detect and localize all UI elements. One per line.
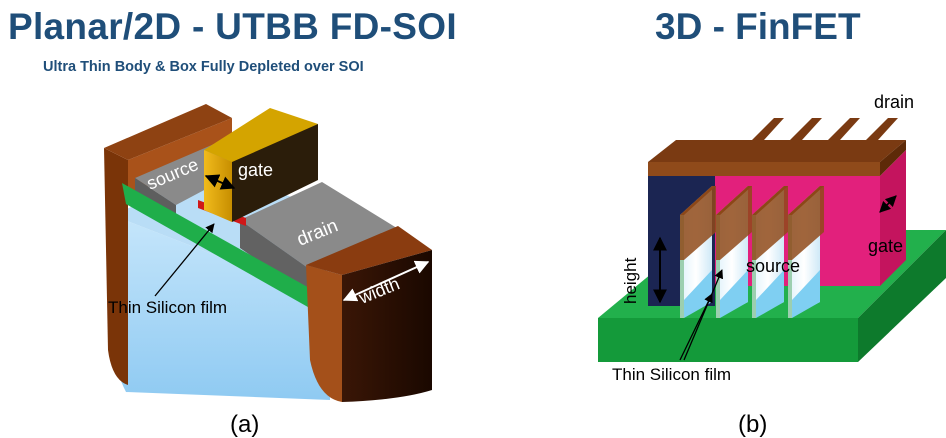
finfet-film-pointer-2 — [683, 269, 724, 361]
gate-thickness-arrow — [879, 195, 897, 213]
source-fins — [680, 186, 824, 318]
left-contact-front — [104, 148, 128, 385]
gate-side-dark — [232, 124, 318, 222]
substrate-front — [598, 318, 858, 362]
finfet-gate-label: gate — [868, 236, 903, 256]
finfet-drain-label: drain — [874, 92, 914, 112]
drain-fin-4 — [866, 118, 898, 140]
substrate-side — [858, 230, 946, 362]
caption-a: (a) — [230, 411, 259, 438]
drain-slab-side — [880, 140, 906, 176]
finfet-height-label: height — [621, 257, 640, 304]
planar-thin-film-label: Thin Silicon film — [108, 298, 227, 317]
box-oxide-front — [112, 215, 330, 400]
left-contact-top — [104, 104, 232, 160]
gate-width-arrow — [204, 174, 236, 190]
planar-title: Planar/2D - UTBB FD-SOI — [8, 6, 457, 47]
right-contact-front — [342, 250, 432, 402]
finfet-device: drain gate source height Thin Silicon fi… — [598, 92, 946, 438]
planar-subtitle: Ultra Thin Body & Box Fully Depleted ove… — [43, 59, 364, 75]
drain-front — [240, 220, 318, 302]
gate-top — [204, 108, 318, 170]
green-strip — [122, 183, 322, 315]
finfet-title: 3D - FinFET — [655, 6, 861, 47]
drain-fin-2 — [790, 118, 822, 140]
thin-film-pointer — [154, 223, 215, 297]
right-contact-top — [306, 226, 432, 275]
caption-b: (b) — [738, 411, 767, 438]
drain-fin-3 — [828, 118, 860, 140]
finfet-thin-film-label: Thin Silicon film — [612, 365, 731, 384]
device-width-arrow — [342, 260, 430, 302]
drain-slab-top — [648, 140, 906, 162]
drain-slab-front — [648, 162, 880, 176]
drain-fin-1 — [752, 118, 784, 140]
gate-body-side — [880, 150, 906, 286]
right-contact-side — [306, 265, 342, 402]
finfet-source-label: source — [746, 256, 800, 276]
planar-gate-label: gate — [238, 160, 273, 180]
planar-device: source gate drain width Thin Silicon fil… — [104, 104, 432, 438]
